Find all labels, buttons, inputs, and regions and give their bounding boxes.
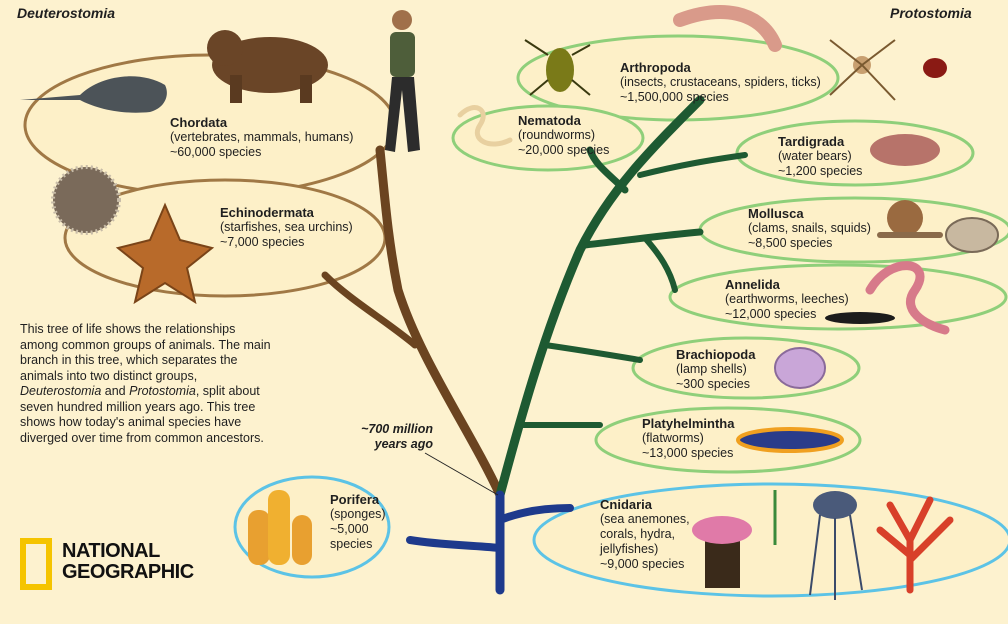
echinodermata-count: ~7,000 species (220, 235, 305, 249)
annelida-desc: (earthworms, leeches) (725, 292, 849, 306)
porifera-count-unit: species (330, 537, 373, 551)
beetle-illustration (524, 39, 591, 96)
mollusca-name: Mollusca (748, 206, 804, 221)
tardigrada-label: Tardigrada (water bears) ~1,200 species (778, 134, 862, 179)
porifera-desc: (sponges) (330, 507, 386, 521)
platyhelmintha-label: Platyhelmintha (flatworms) ~13,000 speci… (642, 416, 734, 461)
annelida-name: Annelida (725, 277, 780, 292)
caption-term-deuterostomia: Deuterostomia (20, 384, 102, 398)
platyhelmintha-oval (594, 406, 862, 474)
jellyfish-illustration (809, 491, 863, 600)
mollusca-label: Mollusca (clams, snails, squids) ~8,500 … (748, 206, 871, 251)
caption-part-2: , split about seven hundred million year… (20, 384, 264, 445)
chordata-name: Chordata (170, 115, 228, 130)
porifera-branch (406, 536, 504, 552)
nematoda-count: ~20,000 species (518, 143, 610, 157)
echinodermata-label: Echinodermata (starfishes, sea urchins) … (220, 205, 353, 250)
annelida-branch (642, 235, 678, 293)
echinodermata-desc: (starfishes, sea urchins) (220, 220, 353, 234)
tick-illustration (923, 58, 947, 78)
brachiopoda-desc: (lamp shells) (676, 362, 747, 376)
chordata-desc: (vertebrates, mammals, humans) (170, 130, 354, 144)
roundworm-illustration (457, 105, 513, 147)
clam-illustration (945, 217, 999, 253)
protostomia-label: Protostomia (890, 5, 972, 21)
cnidaria-oval (532, 482, 1008, 598)
human-illustration (385, 10, 420, 152)
coral-illustration (876, 496, 954, 594)
echinodermata-name: Echinodermata (220, 205, 314, 220)
logo-line-1: NATIONAL (62, 540, 160, 562)
caption-and: and (101, 384, 130, 398)
deuterostomia-label: Deuterostomia (17, 5, 116, 21)
arthropoda-name: Arthropoda (620, 60, 691, 75)
cnidaria-count: ~9,000 species (600, 557, 685, 571)
caption-part-1: This tree of life shows the relationship… (20, 322, 271, 383)
tardigrada-count: ~1,200 species (778, 164, 863, 178)
mya-pointer-line (424, 452, 499, 496)
logo-yellow-frame-icon (20, 538, 52, 590)
anemone-illustration (692, 516, 752, 588)
cnidaria-desc-3: jellyfishes) (600, 542, 659, 556)
bear-illustration (207, 30, 328, 103)
logo-line-2: GEOGRAPHIC (62, 561, 194, 583)
stingray-illustration (20, 76, 167, 113)
annelida-label: Annelida (earthworms, leeches) ~12,000 s… (725, 277, 849, 322)
nematoda-desc: (roundworms) (518, 128, 596, 142)
snail-illustration (877, 200, 943, 238)
cnidaria-name: Cnidaria (600, 497, 653, 512)
arthropoda-label: Arthropoda (insects, crustaceans, spider… (620, 60, 821, 105)
caption-term-protostomia: Protostomia (129, 384, 196, 398)
tardigrada-desc: (water bears) (778, 149, 852, 163)
cnidaria-desc: (sea anemones, (600, 512, 690, 526)
brachiopoda-label: Brachiopoda (lamp shells) ~300 species (676, 347, 755, 392)
mollusca-count: ~8,500 species (748, 236, 833, 250)
starfish-illustration (115, 202, 215, 305)
echinodermata-branch (321, 271, 419, 349)
nematoda-label: Nematoda (roundworms) ~20,000 species (518, 113, 609, 158)
sea-urchin-illustration (51, 165, 121, 235)
annelida-count: ~12,000 species (725, 307, 817, 321)
tardigrada-branch (637, 152, 748, 178)
nematoda-name: Nematoda (518, 113, 581, 128)
chordata-label: Chordata (vertebrates, mammals, humans) … (170, 115, 353, 160)
platyhelmintha-name: Platyhelmintha (642, 416, 735, 431)
spider-illustration (829, 39, 896, 101)
porifera-label: Porifera (sponges) ~5,000 species (330, 492, 386, 552)
deuterostome-main-branch (375, 145, 505, 500)
water-bear-illustration (870, 134, 940, 166)
nematoda-branch (586, 146, 629, 194)
cnidaria-label: Cnidaria (sea anemones, corals, hydra, j… (600, 497, 690, 572)
mya-line-2: years ago (374, 437, 433, 451)
flatworm-illustration (736, 427, 844, 453)
mollusca-desc: (clams, snails, squids) (748, 221, 871, 235)
arthropoda-count: ~1,500,000 species (620, 90, 729, 104)
tardigrada-name: Tardigrada (778, 134, 845, 149)
platyhelmintha-count: ~13,000 species (642, 446, 734, 460)
mya-line-1: ~700 million (361, 422, 433, 436)
cnidaria-desc-2: corals, hydra, (600, 527, 676, 541)
lamp-shell-illustration (774, 347, 826, 389)
shrimp-illustration (673, 5, 782, 52)
sponge-illustration (248, 490, 312, 565)
protostome-main-branch (495, 95, 705, 500)
logo-wordmark: NATIONAL GEOGRAPHIC (62, 541, 194, 583)
chordata-count: ~60,000 species (170, 145, 262, 159)
porifera-name: Porifera (330, 492, 380, 507)
brachiopoda-branch (542, 342, 643, 363)
leech-illustration (825, 312, 895, 324)
brachiopoda-count: ~300 species (676, 377, 751, 391)
caption-paragraph: This tree of life shows the relationship… (20, 322, 275, 446)
arthropoda-desc: (insects, crustaceans, spiders, ticks) (620, 75, 821, 89)
divergence-time-label: ~700 million years ago (338, 422, 433, 452)
cnidaria-branch (496, 504, 574, 524)
platyhelmintha-desc: (flatworms) (642, 431, 704, 445)
earthworm-illustration (865, 261, 950, 335)
porifera-count: ~5,000 (330, 522, 369, 536)
brachiopoda-name: Brachiopoda (676, 347, 756, 362)
